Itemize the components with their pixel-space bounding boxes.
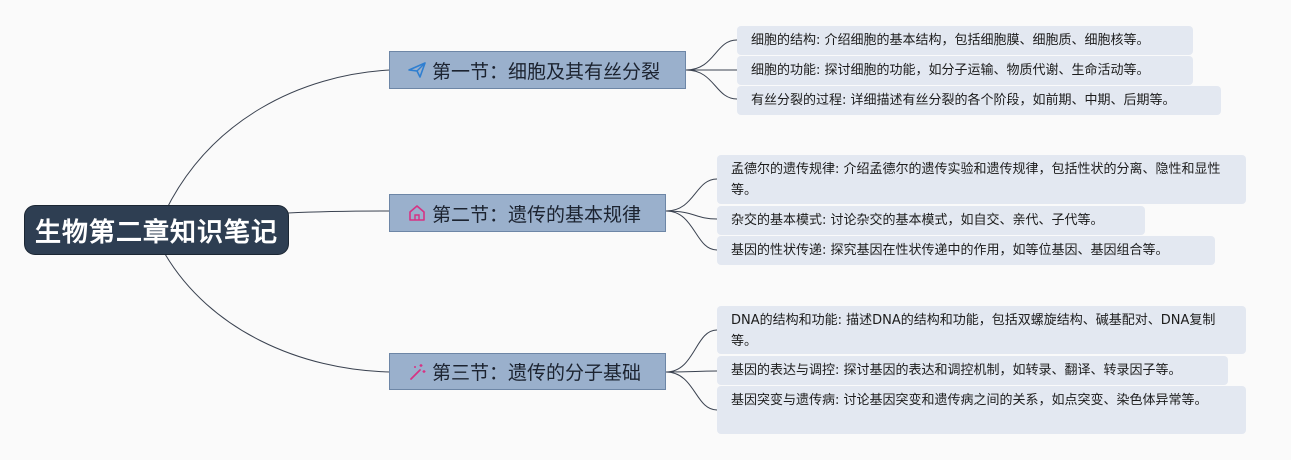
- section-1-title: 第一节：细胞及其有丝分裂: [432, 60, 661, 83]
- section-2-item-3[interactable]: 基因的性状传递: 探究基因在性状传递中的作用，如等位基因、基因组合等。: [717, 236, 1215, 265]
- section-3-item-3-text: 基因突变与遗传病: 讨论基因突变和遗传病之间的关系，如点突变、染色体异常等。: [731, 393, 1208, 408]
- connector-root-section-3: [164, 253, 391, 373]
- magic-wand-icon: [407, 362, 427, 382]
- connector-section-3-leaf-2: [665, 370, 718, 373]
- section-3-item-3[interactable]: 基因突变与遗传病: 讨论基因突变和遗传病之间的关系，如点突变、染色体异常等。: [717, 386, 1246, 434]
- section-3-item-1[interactable]: DNA的结构和功能: 描述DNA的结构和功能，包括双螺旋结构、碱基配对、DNA复…: [717, 306, 1246, 354]
- section-1-item-3-text: 有丝分裂的过程: 详细描述有丝分裂的各个阶段，如前期、中期、后期等。: [751, 93, 1176, 108]
- connector-section-3-leaf-3: [665, 371, 718, 411]
- section-3-title: 第三节：遗传的分子基础: [432, 362, 642, 384]
- section-2-item-2[interactable]: 杂交的基本模式: 讨论杂交的基本模式，如自交、亲代、子代等。: [717, 206, 1145, 235]
- connector-root-section-1: [164, 69, 391, 213]
- section-3-item-2-text: 基因的表达与调控: 探讨基因的表达和调控机制，如转录、翻译、转录因子等。: [731, 363, 1182, 378]
- section-1-item-2-text: 细胞的功能: 探讨细胞的功能，如分子运输、物质代谢、生命活动等。: [751, 63, 1150, 78]
- section-3-topic[interactable]: 第三节：遗传的分子基础: [389, 353, 666, 390]
- connector-section-2-leaf-1: [665, 178, 718, 212]
- section-3-item-1-text: DNA的结构和功能: 描述DNA的结构和功能，包括双螺旋结构、碱基配对、DNA复…: [731, 313, 1216, 349]
- section-1-item-3[interactable]: 有丝分裂的过程: 详细描述有丝分裂的各个阶段，如前期、中期、后期等。: [737, 86, 1221, 115]
- connector-root-section-2: [287, 210, 391, 214]
- section-1-topic[interactable]: 第一节：细胞及其有丝分裂: [389, 51, 686, 89]
- connector-section-1-leaf-3: [685, 69, 738, 100]
- section-2-topic[interactable]: 第二节：遗传的基本规律: [389, 194, 666, 232]
- connector-section-2-leaf-3: [665, 210, 718, 251]
- paper-plane-icon: [407, 60, 427, 80]
- section-2-item-3-text: 基因的性状传递: 探究基因在性状传递中的作用，如等位基因、基因组合等。: [731, 243, 1169, 258]
- section-2-item-1[interactable]: 孟德尔的遗传规律: 介绍孟德尔的遗传实验和遗传规律，包括性状的分离、隐性和显性等…: [717, 155, 1246, 204]
- connector-section-1-leaf-1: [685, 39, 738, 71]
- root-title: 生物第二章知识笔记: [34, 217, 278, 248]
- root-topic[interactable]: 生物第二章知识笔记: [25, 206, 288, 254]
- section-1-item-1[interactable]: 细胞的结构: 介绍细胞的基本结构，包括细胞膜、细胞质、细胞核等。: [737, 26, 1193, 55]
- section-3-item-2[interactable]: 基因的表达与调控: 探讨基因的表达和调控机制，如转录、翻译、转录因子等。: [717, 356, 1228, 385]
- section-1-item-1-text: 细胞的结构: 介绍细胞的基本结构，包括细胞膜、细胞质、细胞核等。: [751, 33, 1150, 48]
- section-2-item-1-text: 孟德尔的遗传规律: 介绍孟德尔的遗传实验和遗传规律，包括性状的分离、隐性和显性等…: [731, 162, 1221, 198]
- section-2-item-2-text: 杂交的基本模式: 讨论杂交的基本模式，如自交、亲代、子代等。: [731, 213, 1104, 228]
- section-2-title: 第二节：遗传的基本规律: [432, 203, 642, 226]
- home-icon: [407, 203, 427, 223]
- section-1-item-2[interactable]: 细胞的功能: 探讨细胞的功能，如分子运输、物质代谢、生命活动等。: [737, 56, 1193, 85]
- connector-section-3-leaf-1: [665, 329, 718, 373]
